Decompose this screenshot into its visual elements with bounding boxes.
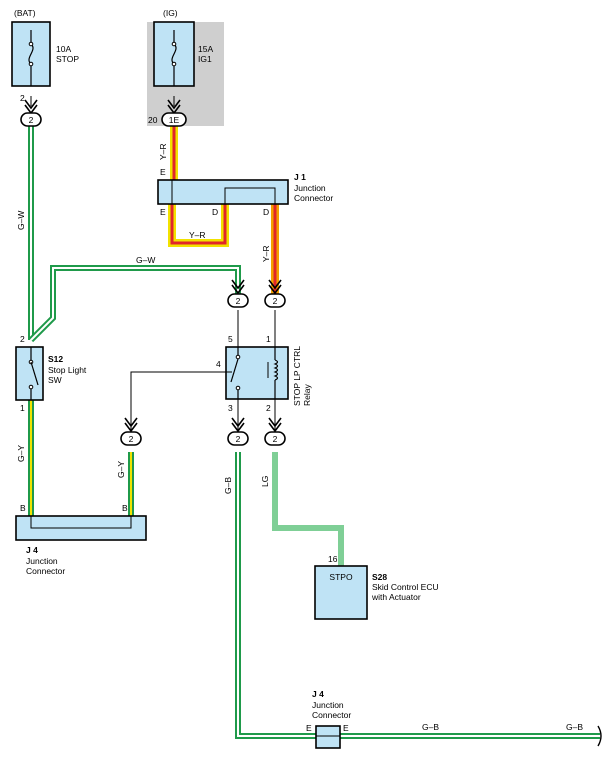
connector-ig1-1e: 1E: [161, 112, 187, 127]
s28-terminal: STPO: [329, 572, 353, 582]
s12-pin-in: 2: [20, 334, 25, 344]
connector-relay-1: 2: [264, 293, 286, 308]
s12-id: S12: [48, 354, 63, 364]
wire-label-y-r-loop: Y–R: [189, 230, 206, 240]
connector-stop-2: 2: [20, 112, 42, 127]
stop-light-switch-s12: [15, 346, 44, 401]
connector-relay-3: 2: [227, 431, 249, 446]
connector-left-2: 2: [120, 431, 142, 446]
junction-connector-j1: [157, 179, 289, 205]
j1-id: J 1: [294, 172, 306, 182]
wire-label-y-r-relay: Y–R: [261, 245, 271, 262]
j1-pin-d-left: D: [212, 207, 218, 217]
bat-label: (BAT): [14, 8, 36, 18]
relay-pin-5: 5: [228, 334, 233, 344]
arrow-relay-3: [231, 417, 245, 433]
s12-pin-out: 1: [20, 403, 25, 413]
s28-pin: 16: [328, 554, 338, 564]
fuse-stop-rating: 10A: [56, 44, 71, 54]
wire-g-w-loop: [28, 265, 241, 343]
arrow-relay-5: [231, 279, 245, 295]
j1-name-2: Connector: [294, 193, 333, 203]
fuse-ig1-name: IG1: [198, 54, 212, 64]
wire-lg: [272, 452, 344, 566]
arrow-relay-2: [268, 417, 282, 433]
fuse-ig1: [153, 21, 195, 87]
relay-pin-4: 4: [216, 359, 221, 369]
s12-name-1: Stop Light: [48, 365, 87, 375]
svg-text:2: 2: [236, 296, 241, 306]
s28-name-2: with Actuator: [371, 592, 421, 602]
wire-label-g-w-vertical: G–W: [16, 211, 26, 230]
connector-relay-5: 2: [227, 293, 249, 308]
svg-text:2: 2: [236, 434, 241, 444]
skid-control-ecu-s28: [314, 565, 368, 620]
j4-left-pin-b-right: B: [122, 503, 128, 513]
j4-bottom-id: J 4: [312, 689, 324, 699]
j4-bottom-pin-e-left: E: [306, 723, 312, 733]
j4-left-pin-b-left: B: [20, 503, 26, 513]
relay-pin-3: 3: [228, 403, 233, 413]
j1-pin-e-top: E: [160, 167, 166, 177]
relay-name-1: STOP LP CTRL: [292, 346, 302, 406]
wire-label-g-b-right: G–B: [566, 722, 583, 732]
wire-label-g-y-right: G–Y: [116, 461, 126, 478]
stop-lp-ctrl-relay: [225, 346, 289, 400]
wire-continuation-mark: [597, 725, 602, 747]
wire-label-y-r-ig: Y–R: [158, 143, 168, 160]
ig-label: (IG): [163, 8, 178, 18]
connector-relay-2: 2: [264, 431, 286, 446]
fuse-ig1-pin: 20: [148, 115, 158, 125]
s12-name-2: SW: [48, 375, 62, 385]
wire-label-lg: LG: [260, 476, 270, 487]
wire-g-b: [235, 452, 600, 739]
svg-text:2: 2: [273, 434, 278, 444]
wire-label-g-b-middle: G–B: [422, 722, 439, 732]
wire-relay-4: [130, 371, 226, 432]
j1-pin-d-right: D: [263, 207, 269, 217]
wire-label-g-b-vertical: G–B: [223, 477, 233, 494]
j4-bottom-name-1: Junction: [312, 700, 344, 710]
j4-left-name-1: Junction: [26, 556, 58, 566]
relay-name-2: Relay: [302, 384, 312, 406]
s28-name-1: Skid Control ECU: [372, 582, 439, 592]
j4-bottom-pin-e-right: E: [343, 723, 349, 733]
s28-id: S28: [372, 572, 387, 582]
svg-text:2: 2: [273, 296, 278, 306]
junction-connector-j4-left: [15, 515, 147, 541]
wire-label-g-w-top: G–W: [136, 255, 155, 265]
wire-y-r-loop: [168, 204, 229, 247]
fuse-stop-pin: 2: [20, 93, 25, 103]
arrow-relay-1: [268, 279, 282, 295]
wire-label-g-y-left: G–Y: [16, 445, 26, 462]
svg-text:2: 2: [129, 434, 134, 444]
j4-left-id: J 4: [26, 545, 38, 555]
relay-pin-1: 1: [266, 334, 271, 344]
arrow-left-2: [124, 417, 138, 433]
junction-connector-j4-bottom: [315, 725, 341, 749]
fuse-stop-name: STOP: [56, 54, 79, 64]
j1-name-1: Junction: [294, 183, 326, 193]
fuse-ig1-rating: 15A: [198, 44, 213, 54]
j4-bottom-name-2: Connector: [312, 710, 351, 720]
j1-pin-e-bottom: E: [160, 207, 166, 217]
svg-text:1E: 1E: [169, 115, 180, 125]
fuse-stop: [11, 21, 51, 87]
svg-text:2: 2: [29, 115, 34, 125]
j4-left-name-2: Connector: [26, 566, 65, 576]
relay-pin-2: 2: [266, 403, 271, 413]
